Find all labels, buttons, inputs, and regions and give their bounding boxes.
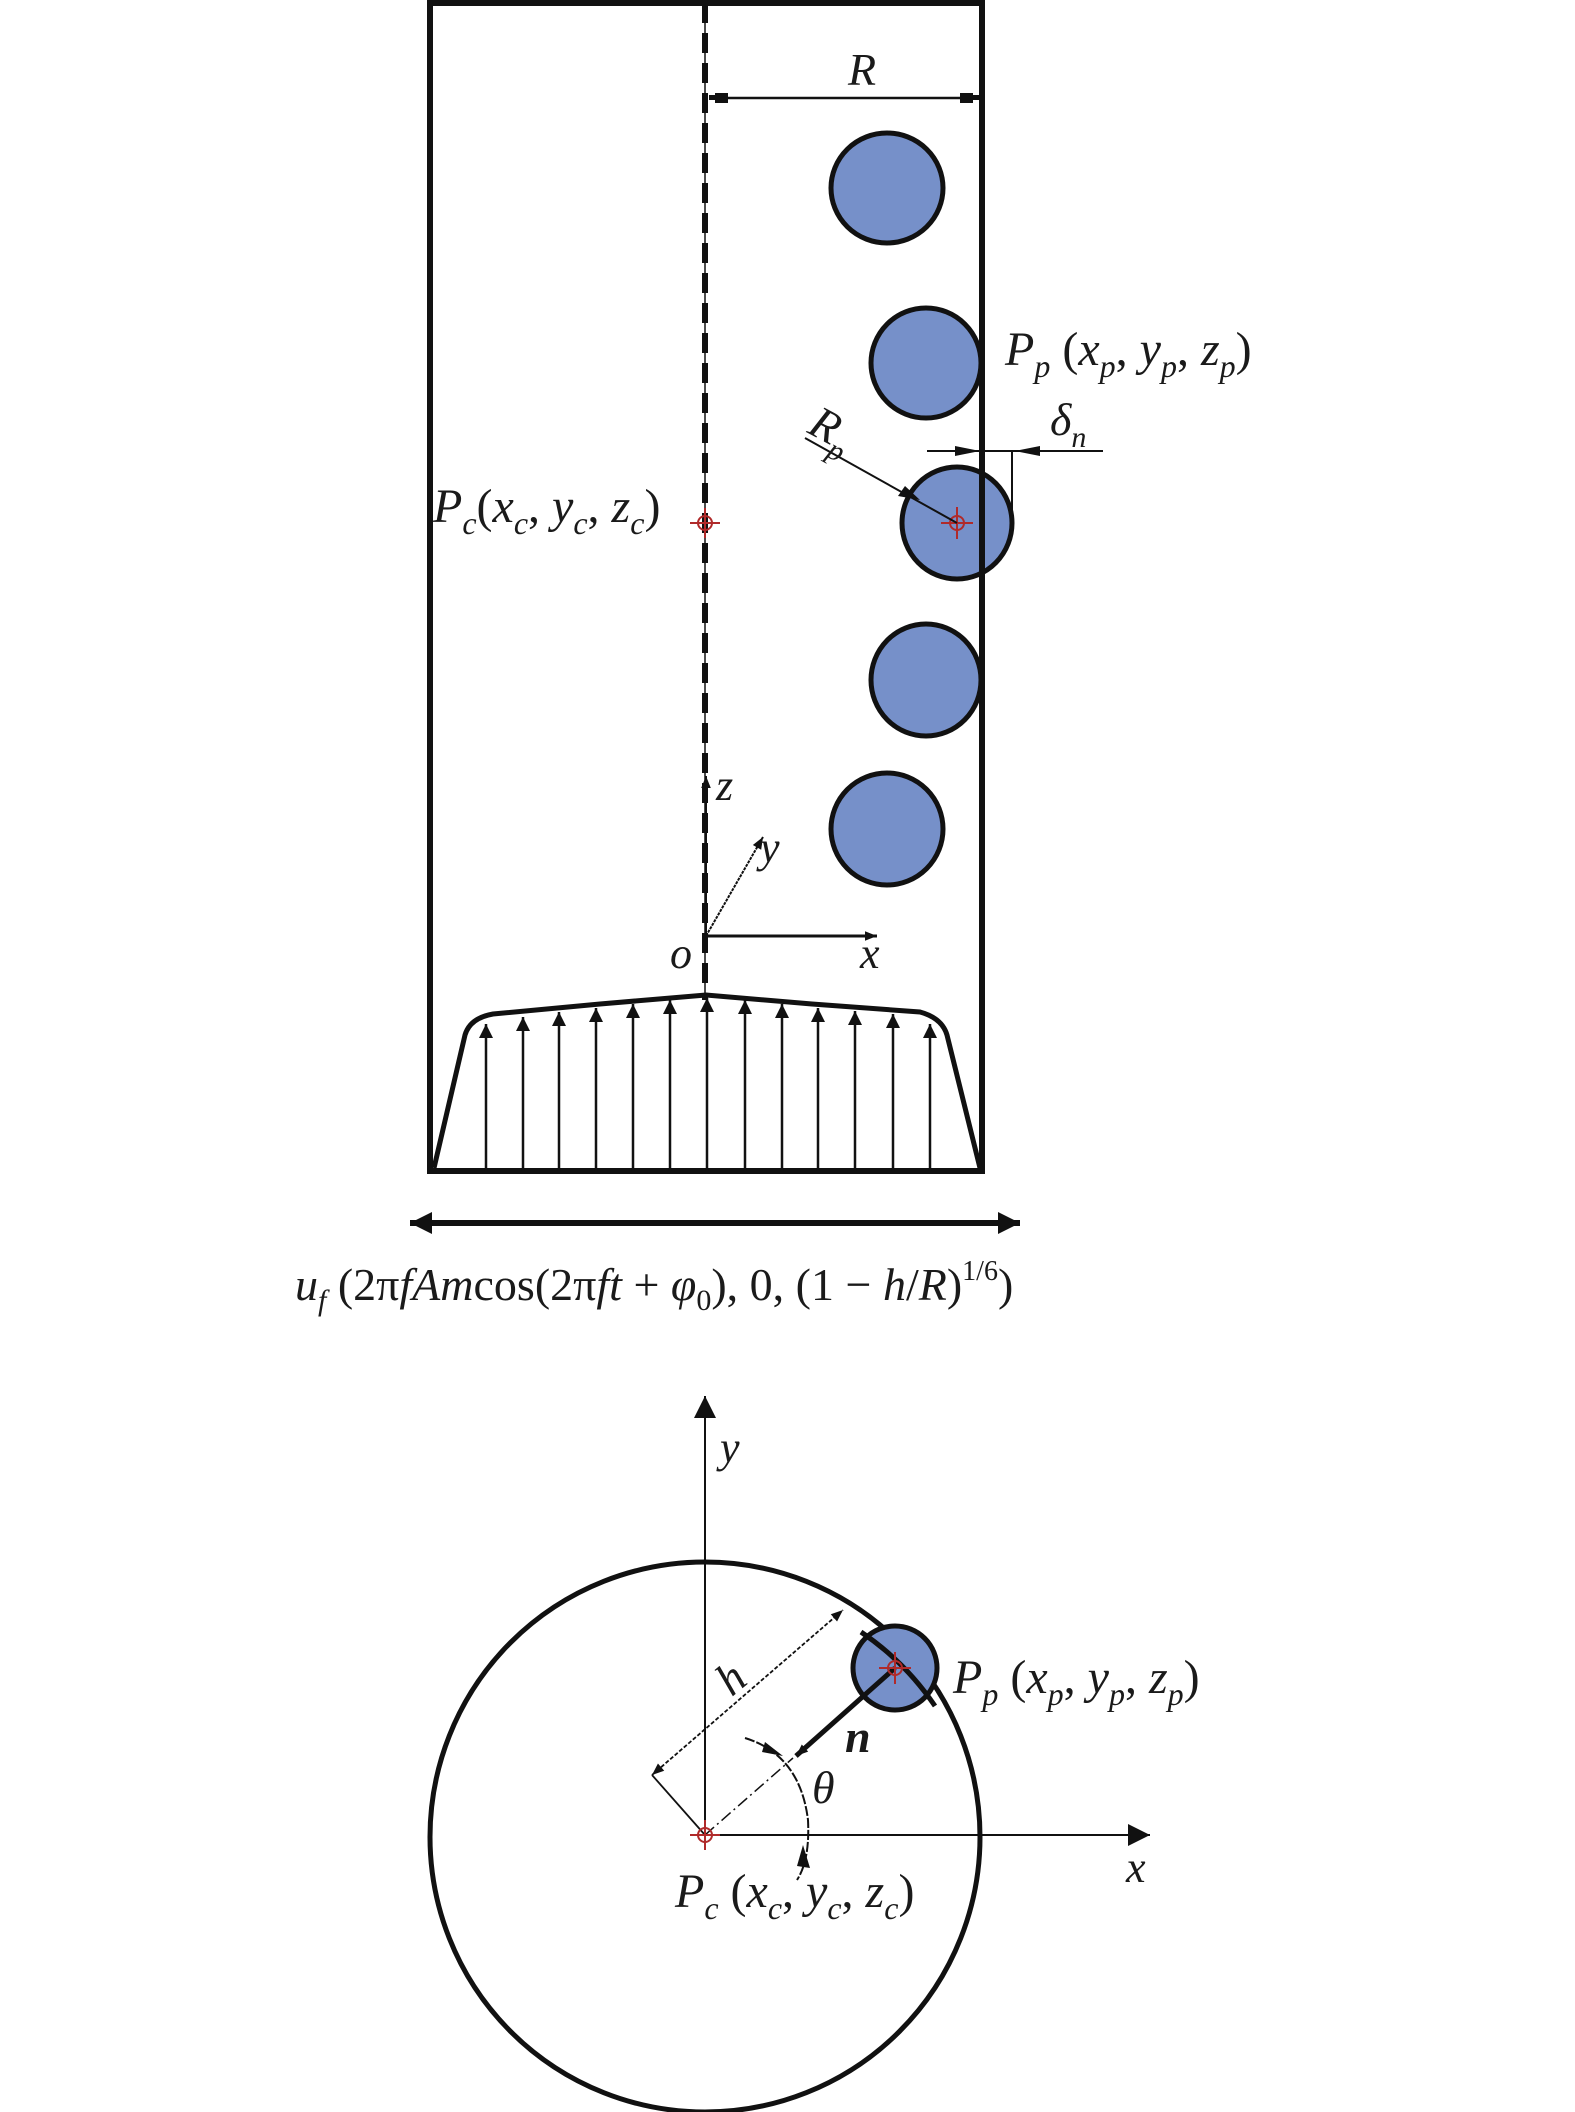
particle-2: [868, 305, 984, 421]
z-axis-label: z: [715, 761, 733, 810]
cs-y-axis-label: y: [716, 1423, 740, 1472]
center-to-particle-line: [704, 1757, 794, 1836]
velocity-profile: [431, 992, 983, 1171]
coordinate-axes: z y x o: [670, 761, 880, 978]
radius-dimension: R: [709, 44, 980, 103]
normal-vector: [794, 1666, 897, 1758]
cs-center-position-label: Pc (xc, yc, zc): [674, 1865, 914, 1926]
profile-envelope: [431, 992, 983, 1169]
y-axis: [705, 836, 764, 937]
particle-radius-label: Rp: [796, 395, 863, 469]
x-axis-label: x: [859, 929, 880, 978]
cross-section: y x h n θ: [427, 1396, 1200, 2112]
center-position-label: Pc(xc, yc, zc): [432, 480, 660, 541]
theta-arc: [744, 1737, 810, 1881]
particles: [828, 130, 1015, 888]
h-label: h: [705, 1651, 755, 1705]
overlap-dimension: δn: [927, 394, 1103, 523]
h-dimension: [651, 1609, 844, 1836]
dimension-R-label: R: [847, 44, 876, 95]
overlap-label: δn: [1050, 394, 1086, 454]
longitudinal-section: R Rp: [427, 0, 1252, 1174]
cs-container-center-marker: [690, 1820, 720, 1850]
normal-label: n: [845, 1711, 871, 1762]
cs-x-axis-label: x: [1125, 1843, 1146, 1892]
particle-5: [828, 770, 946, 888]
particle-position-label: Pp (xp, yp, zp): [1004, 323, 1252, 384]
particle-4: [868, 621, 984, 739]
particle-1: [828, 130, 946, 246]
theta-label: θ: [812, 1762, 835, 1813]
y-axis-label: y: [756, 823, 780, 872]
origin-label: o: [670, 929, 692, 978]
flow-arrows: [479, 998, 937, 1171]
velocity-formula: uf (2πfAmcos(2πft + φ0), 0, (1 − h/R)1/6…: [295, 1256, 1013, 1317]
cs-particle-center-marker: [879, 1652, 911, 1684]
container-center-marker: [690, 508, 720, 538]
cs-particle-position-label: Pp (xp, yp, zp): [952, 1651, 1200, 1712]
